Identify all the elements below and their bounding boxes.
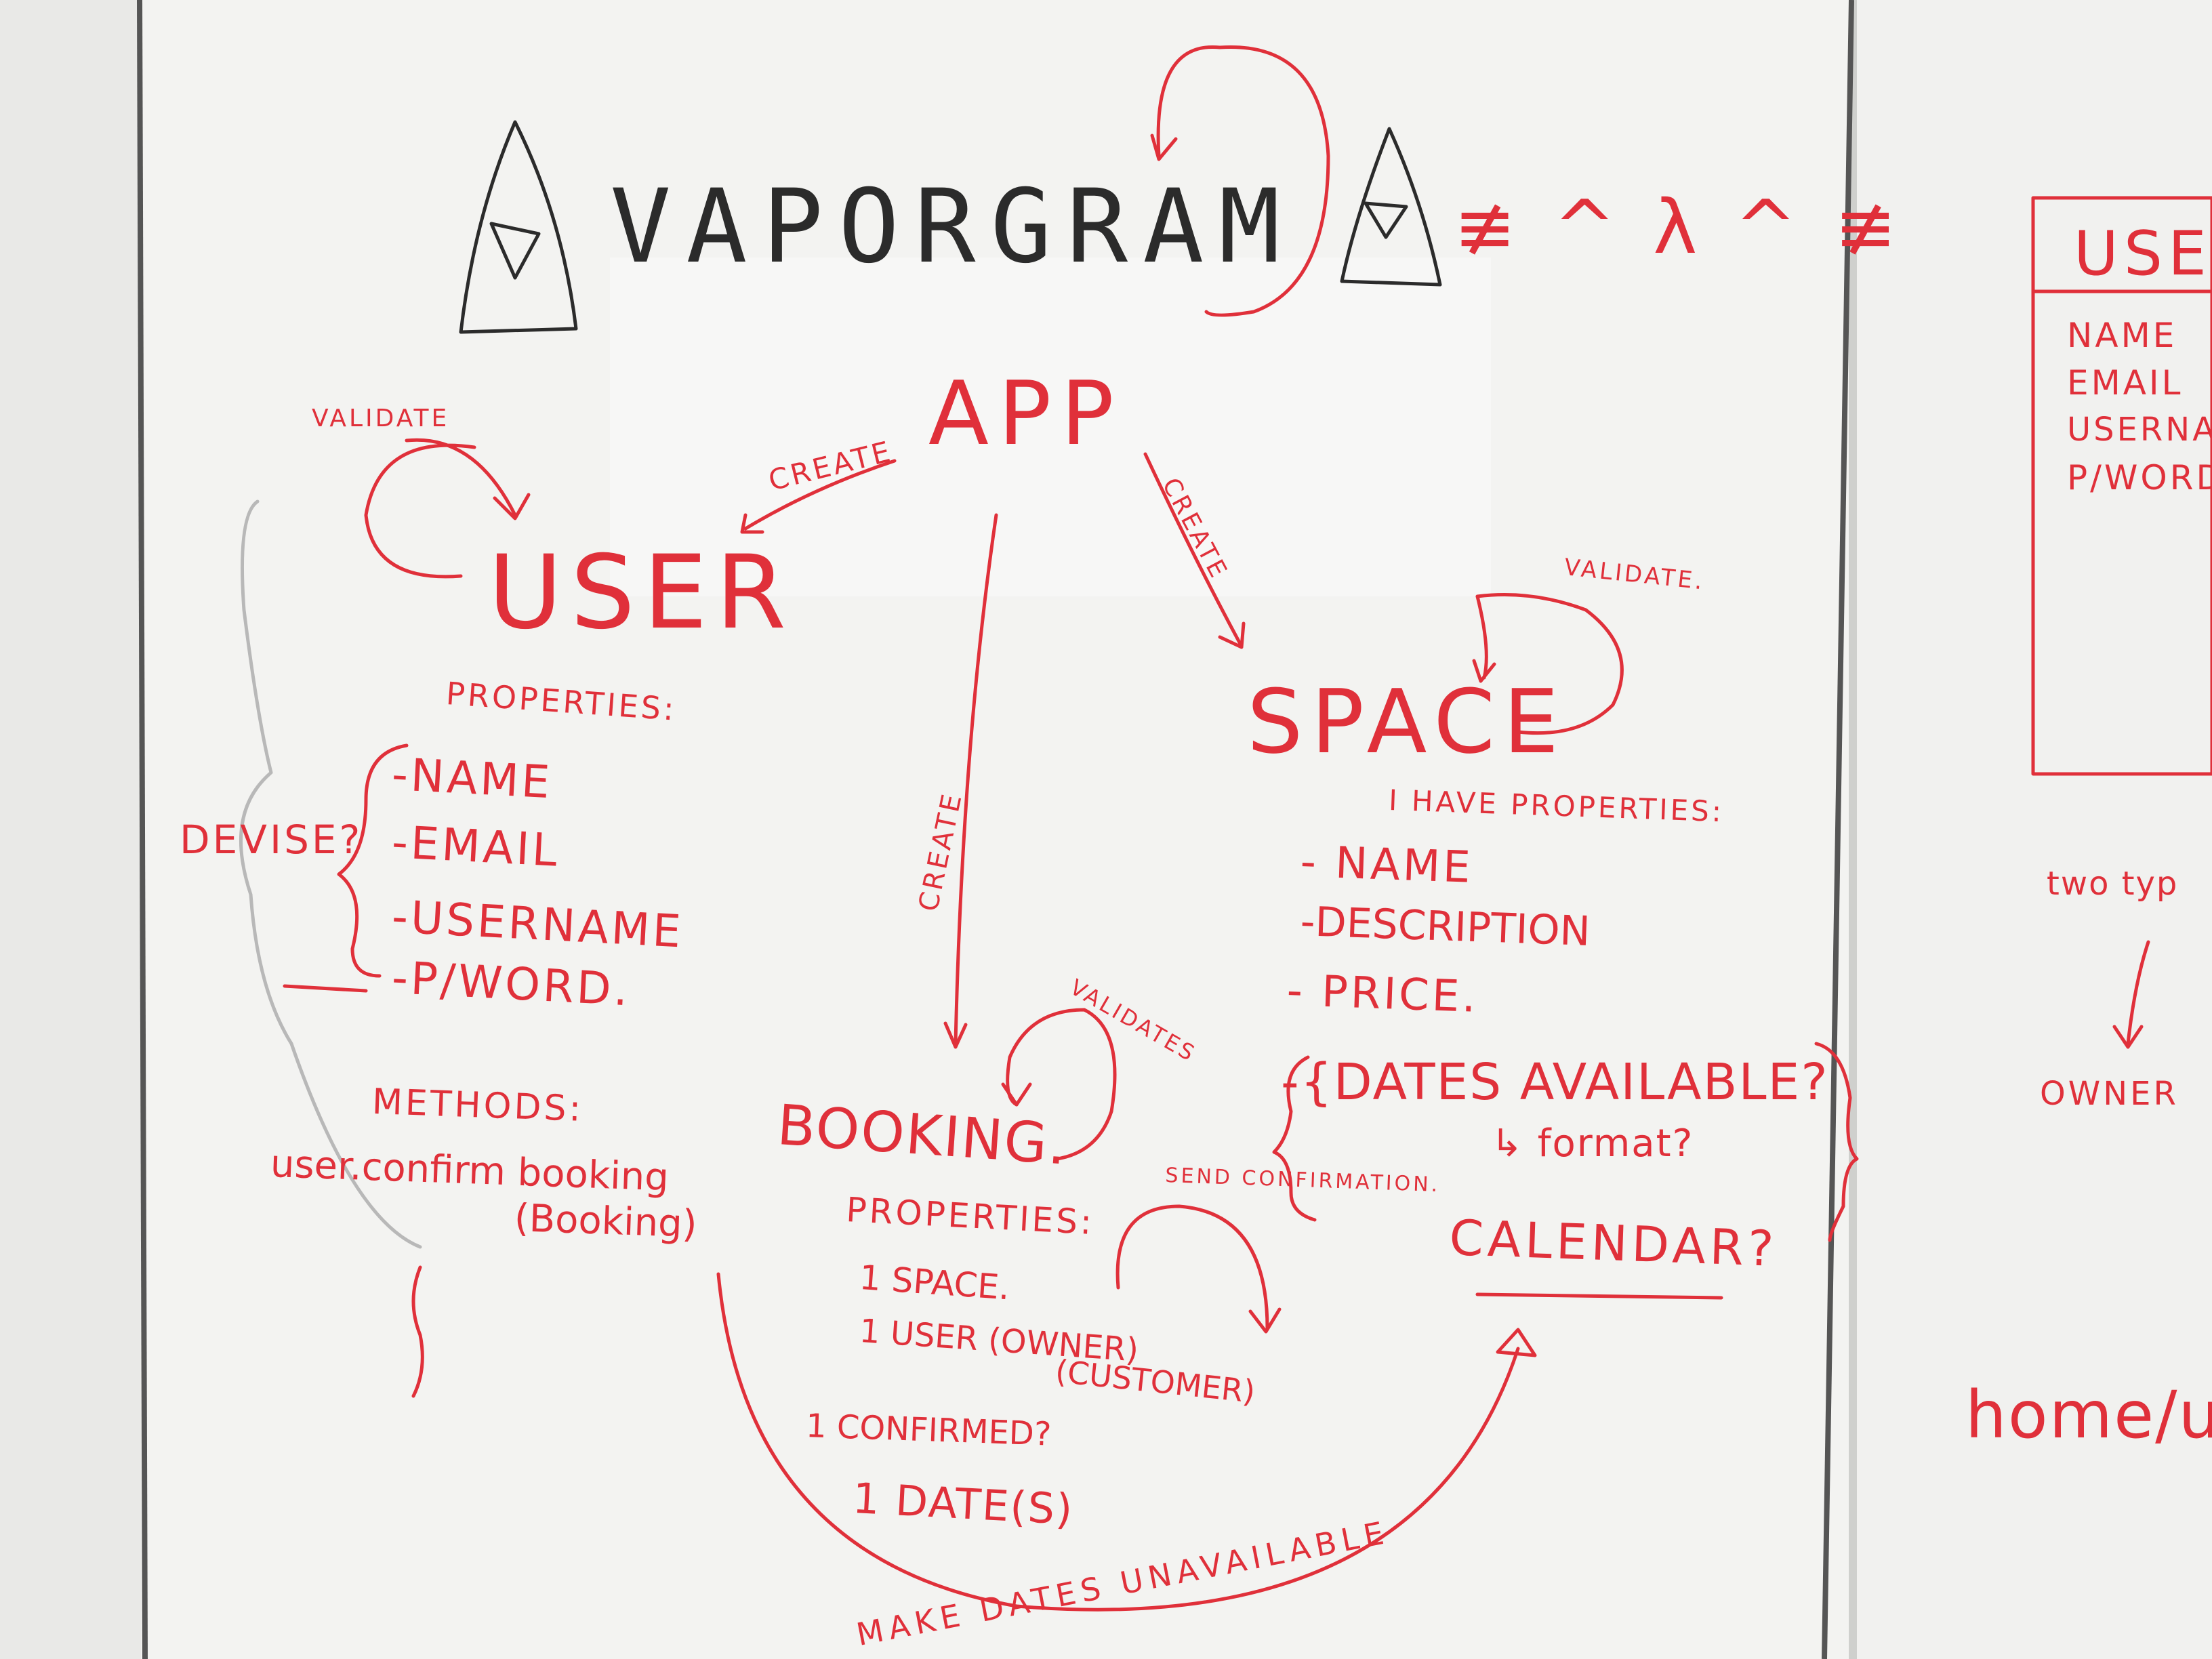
title-loop-arrow [1156,45,1330,317]
right-field-0: NAME [2067,316,2177,355]
title-decoration: ≢ ^ λ ^ ≢ [1454,184,1904,270]
user-method-line2: (Booking) [513,1196,698,1247]
dates-brace [1272,1055,1317,1222]
user-property-3: -P/WORD. [390,951,632,1017]
user-left-brace [239,499,422,1249]
space-property-2: - PRICE. [1286,966,1479,1023]
arrow-app-to-booking [954,513,998,1046]
validates-booking-arrowhead [1001,1082,1032,1107]
right-field-1: EMAIL [2067,363,2184,403]
send-confirmation-loop [1115,1204,1269,1330]
right-owner-arrowhead [2112,1025,2144,1049]
validate-user-label: VALIDATE [312,405,450,432]
right-field-2: USERNAM [2067,411,2212,449]
send-confirmation-arrowhead [1248,1307,1282,1334]
space-title: SPACE [1247,670,1568,773]
arrowhead-booking [943,1021,968,1049]
right-user-box [2031,196,2212,776]
space-format-note: ↳ format? [1491,1122,1694,1166]
methods-squiggle [411,1265,424,1398]
validate-user-arrowhead [493,493,531,520]
booking-property-0: 1 SPACE. [858,1258,1011,1308]
right-owner: OWNER [2040,1075,2179,1113]
title-loop-arrowhead [1150,134,1178,161]
validate-user-loop-top [405,438,517,517]
board-frame-right [1822,0,1854,1659]
rocket-left-drawing [459,120,578,334]
validate-space-arrow [1475,594,1488,680]
main-board [141,0,1849,1659]
devise-underline [283,984,368,993]
validate-user-loop [364,443,476,579]
space-property-0: - NAME [1299,837,1474,893]
devise-label: DEVISE? [180,817,363,863]
left-board [0,0,141,1659]
space-calendar: CALENDAR? [1448,1209,1779,1277]
user-property-1: -EMAIL [390,816,561,877]
user-methods-heading: METHODS: [371,1082,585,1130]
dates-right-brace [1814,1042,1859,1242]
validate-space-loop [1475,593,1624,735]
calendar-arrowhead [1496,1328,1537,1357]
calendar-underline [1475,1292,1723,1300]
right-two-types: two typ [2047,865,2179,903]
arrowhead-space [1218,621,1246,649]
title-vapograrm: VAPORGRAM [610,168,1295,286]
make-dates-unavailable-arc [716,1272,1520,1612]
right-box-title: USER [2074,218,2212,289]
right-url: home/us [1965,1377,2212,1453]
booking-property-2: 1 CONFIRMED? [805,1407,1052,1454]
arrow-app-to-user [743,459,897,531]
user-property-0: -NAME [390,748,554,809]
right-field-3: P/WORD [2067,458,2212,497]
space-property-1: -DESCRIPTION [1299,898,1591,956]
app-label: APP [928,362,1124,465]
rocket-right-drawing [1340,127,1442,287]
arrowhead-user [740,513,764,534]
arrow-app-to-space [1143,452,1242,646]
validate-space-arrowhead [1472,659,1496,683]
board-frame-left [137,0,148,1659]
user-title: USER [488,534,795,652]
right-owner-arrow [2126,940,2150,1046]
booking-property-3: 1 DATE(S) [851,1473,1076,1534]
space-property-3: -{DATES AVAILABLE? [1281,1053,1829,1111]
glare [610,258,1491,596]
devise-brace [337,743,409,978]
